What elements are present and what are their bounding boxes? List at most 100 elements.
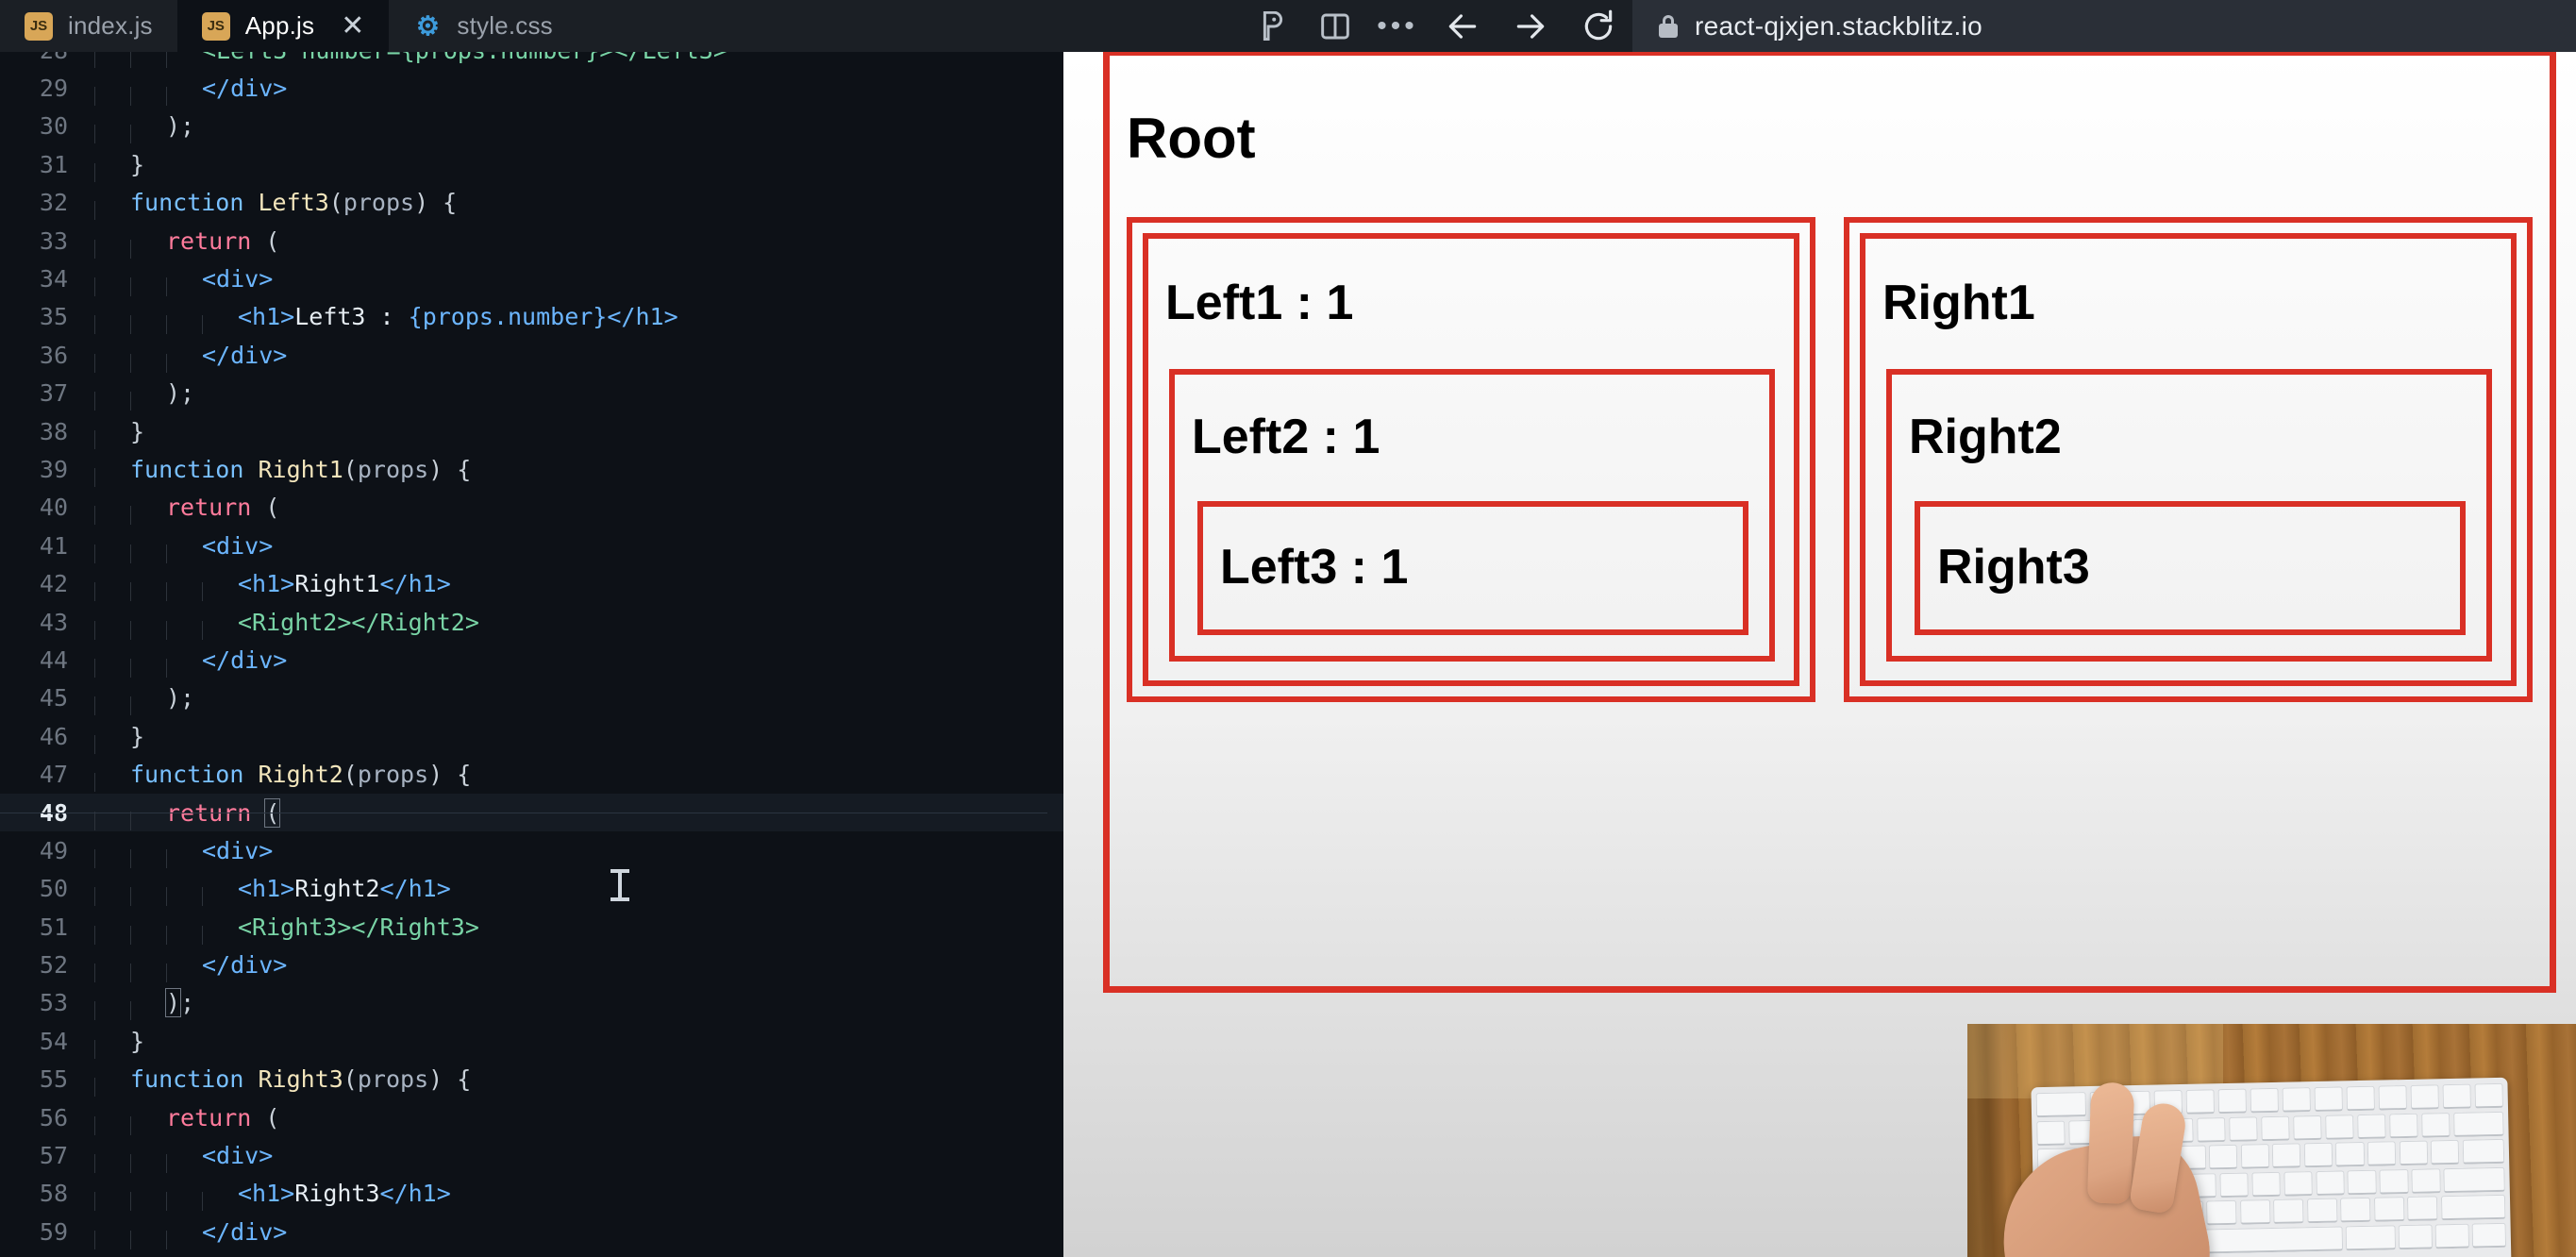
code-text: </div> — [94, 1217, 288, 1249]
tab-label: index.js — [68, 11, 153, 40]
code-line[interactable]: 49 <div> — [0, 831, 1063, 869]
code-line[interactable]: 35<h1>Left3 : {props.number}</h1> — [0, 298, 1063, 336]
code-line[interactable]: 56 return ( — [0, 1098, 1063, 1136]
line-number: 53 — [39, 989, 68, 1017]
line-number: 58 — [39, 1180, 68, 1208]
code-line[interactable]: 34<div> — [0, 260, 1063, 297]
lock-icon — [1659, 14, 1678, 38]
forward-arrow-icon[interactable] — [1497, 0, 1564, 52]
code-text: </div> — [94, 951, 288, 983]
code-line[interactable]: 50 <h1>Right2</h1> — [0, 870, 1063, 908]
code-text: } — [94, 150, 145, 182]
line-number: 41 — [39, 531, 68, 560]
browser-toolbar: ••• — [1242, 0, 2576, 52]
editor-tab-strip: JS index.js JS App.js ✕ ⚙ style.css — [0, 0, 577, 52]
code-text: ); — [94, 112, 195, 144]
code-line[interactable]: 46} — [0, 717, 1063, 755]
line-number: 49 — [39, 836, 68, 864]
code-line[interactable]: 28<Left3 number={props.number}></Left3> — [0, 52, 1063, 69]
code-line[interactable]: 45); — [0, 679, 1063, 717]
code-line[interactable]: 30); — [0, 108, 1063, 145]
code-text: } — [94, 722, 145, 754]
line-number: 40 — [39, 494, 68, 522]
code-text: return ( — [94, 797, 281, 830]
line-number: 59 — [39, 1217, 68, 1246]
back-arrow-icon[interactable] — [1429, 0, 1497, 52]
pinterest-save-icon[interactable] — [1242, 0, 1304, 52]
code-line[interactable]: 36</div> — [0, 336, 1063, 374]
reload-icon[interactable] — [1564, 0, 1632, 52]
right-column: Right1 Right2 Right3 — [1844, 217, 2533, 702]
webcam-overlay — [1967, 1024, 2576, 1257]
line-number: 38 — [39, 417, 68, 445]
code-text: function Right3(props) { — [94, 1065, 472, 1098]
line-number: 37 — [39, 379, 68, 408]
left3-label: Left3 : 1 — [1220, 540, 1409, 595]
code-line[interactable]: 29</div> — [0, 69, 1063, 107]
code-line[interactable]: 52</div> — [0, 946, 1063, 983]
right3-label: Right3 — [1937, 540, 2090, 595]
code-text: <div> — [94, 836, 274, 868]
code-line[interactable]: 54} — [0, 1022, 1063, 1060]
root-component-box: Root Left1 : 1 Left2 : 1 Left3 : 1 — [1103, 52, 2556, 993]
root-label: Root — [1127, 107, 1256, 170]
line-number: 28 — [0, 52, 94, 64]
line-number: 29 — [39, 75, 68, 103]
left2-label: Left2 : 1 — [1192, 410, 1380, 464]
code-line[interactable]: 57<div> — [0, 1136, 1063, 1174]
code-line[interactable]: 51<Right3></Right3> — [0, 908, 1063, 946]
code-line[interactable]: 41<div> — [0, 527, 1063, 564]
code-text: <div> — [94, 1142, 274, 1174]
line-number: 32 — [39, 189, 68, 217]
tab-index-js[interactable]: JS index.js — [0, 0, 177, 52]
close-icon[interactable]: ✕ — [341, 9, 365, 42]
code-text: function Left3(props) { — [94, 189, 458, 221]
right2-component-box: Right2 Right3 — [1886, 369, 2492, 662]
code-text: return ( — [94, 1103, 280, 1135]
code-text: return ( — [94, 494, 280, 526]
line-number: 47 — [39, 761, 68, 789]
right1-component-box: Right1 Right2 Right3 — [1860, 233, 2517, 686]
code-editor[interactable]: 28<Left3 number={props.number}></Left3>2… — [0, 52, 1063, 1257]
split-view-icon[interactable] — [1304, 0, 1366, 52]
code-line[interactable]: 42<h1>Right1</h1> — [0, 564, 1063, 602]
tab-app-js[interactable]: JS App.js ✕ — [176, 0, 390, 52]
code-line[interactable]: 40 return ( — [0, 489, 1063, 527]
right2-label: Right2 — [1909, 410, 2062, 464]
line-number: 50 — [39, 875, 68, 903]
code-line[interactable]: 44</div> — [0, 641, 1063, 679]
line-number: 30 — [39, 112, 68, 141]
code-line[interactable]: 59 </div> — [0, 1213, 1063, 1250]
code-text: <h1>Right2</h1> — [94, 875, 451, 907]
line-number: 42 — [39, 570, 68, 598]
top-bar: JS index.js JS App.js ✕ ⚙ style.css — [0, 0, 2576, 52]
code-line[interactable]: 31} — [0, 145, 1063, 183]
line-number: 44 — [39, 645, 68, 674]
left3-component-box: Left3 : 1 — [1197, 501, 1748, 635]
line-number: 45 — [39, 684, 68, 712]
code-line[interactable]: 58<h1>Right3</h1> — [0, 1175, 1063, 1213]
code-text: function Right1(props) { — [94, 455, 472, 487]
code-text: <h1>Left3 : {props.number}</h1> — [94, 303, 678, 335]
code-line[interactable]: 43<Right2></Right2> — [0, 603, 1063, 641]
left1-component-box: Left1 : 1 Left2 : 1 Left3 : 1 — [1143, 233, 1799, 686]
tab-style-css[interactable]: ⚙ style.css — [389, 0, 577, 52]
code-text: <div> — [94, 265, 274, 297]
overflow-menu-icon[interactable]: ••• — [1366, 0, 1429, 52]
code-line[interactable]: 37); — [0, 375, 1063, 412]
code-line[interactable]: 53); — [0, 984, 1063, 1022]
code-line[interactable]: 32 function Left3(props) { — [0, 184, 1063, 222]
code-text: ); — [94, 684, 195, 716]
code-line[interactable]: 38} — [0, 412, 1063, 450]
line-number: 51 — [39, 913, 68, 941]
line-number: 56 — [39, 1103, 68, 1131]
left-column: Left1 : 1 Left2 : 1 Left3 : 1 — [1127, 217, 1815, 702]
left1-outer-box: Left1 : 1 Left2 : 1 Left3 : 1 — [1127, 217, 1815, 702]
address-bar[interactable]: react-qjxjen.stackblitz.io — [1632, 0, 2576, 52]
code-text: return ( — [94, 226, 280, 259]
